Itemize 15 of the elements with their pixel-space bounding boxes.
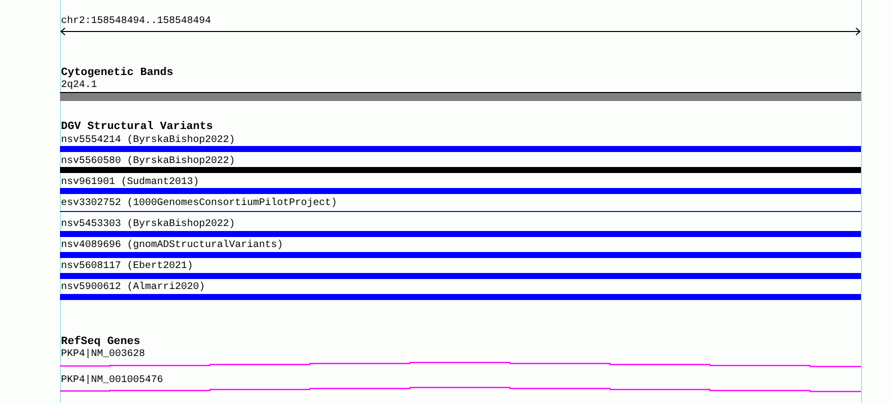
variant-label: nsv961901 (Sudmant2013) [61, 177, 200, 188]
variant-label: nsv5554214 (ByrskaBishop2022) [61, 135, 236, 146]
variant-label: nsv4089696 (gnomADStructuralVariants) [61, 240, 284, 251]
variant-label: nsv5900612 (Almarri2020) [61, 282, 206, 293]
track-title: DGV Structural Variants [61, 122, 213, 133]
band-label: 2q24.1 [61, 80, 98, 91]
gene-label: PKP4|NM_001005476 [61, 375, 164, 386]
track-title: Cytogenetic Bands [61, 68, 174, 79]
ruler-label: chr2:158548494..158548494 [61, 16, 212, 27]
track-title: RefSeq Genes [61, 337, 140, 348]
gene-label: PKP4|NM_003628 [61, 349, 146, 360]
variant-label: nsv5453303 (ByrskaBishop2022) [61, 219, 236, 230]
variant-label: nsv5560580 (ByrskaBishop2022) [61, 156, 236, 167]
variant-label: nsv5608117 (Ebert2021) [61, 261, 194, 272]
variant-label: esv3302752 (1000GenomesConsortiumPilotProject) [61, 198, 338, 209]
